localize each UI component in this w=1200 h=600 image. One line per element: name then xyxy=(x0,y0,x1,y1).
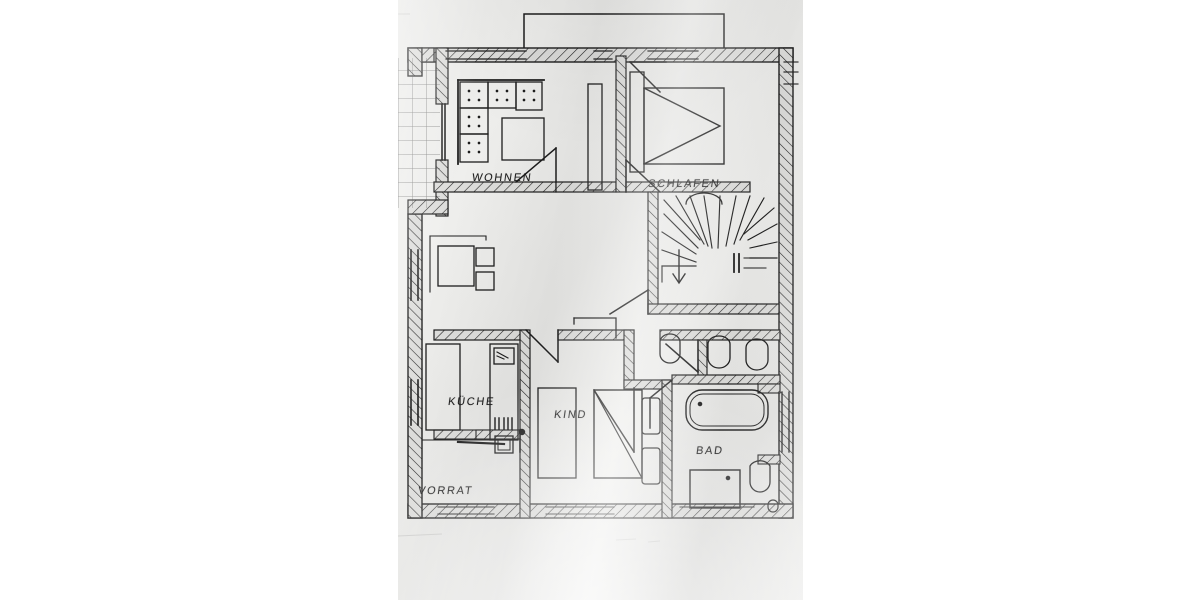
toilet-bad-right xyxy=(749,460,771,493)
door-bad xyxy=(648,378,674,429)
window-left-hall xyxy=(410,249,419,301)
door-schlafen-top xyxy=(628,60,667,94)
window-top-wohnen xyxy=(445,50,527,60)
sofa-sectional xyxy=(457,79,545,165)
kind-bed xyxy=(593,389,643,479)
door-bad-wc xyxy=(664,339,700,374)
oven xyxy=(494,435,514,454)
bad-door-small xyxy=(767,499,779,513)
door-kueche xyxy=(456,428,526,453)
window-top-mid xyxy=(593,50,613,60)
coffee-table xyxy=(501,117,545,161)
wash-basin-upper xyxy=(707,335,731,369)
floor-plan-drawing xyxy=(398,13,799,519)
window-bottom-kind xyxy=(545,506,615,515)
window-right-bad xyxy=(781,391,790,453)
door-kind-inner xyxy=(592,387,636,454)
wohnen-shelf xyxy=(587,83,603,191)
room-label-wohnen: WOHNEN xyxy=(471,172,534,184)
wc-upper-left xyxy=(659,333,681,364)
toilet-upper xyxy=(710,341,728,369)
window-top-schlafen xyxy=(647,50,699,60)
window-bottom-vorrat xyxy=(437,506,495,515)
kitchen-counter xyxy=(425,343,461,431)
stove-four-burner xyxy=(494,417,513,430)
room-label-kind: KIND xyxy=(553,409,588,421)
hall-shelf xyxy=(573,317,617,339)
terrace-paving xyxy=(398,58,440,208)
door-kind xyxy=(524,328,560,364)
room-label-kueche: KÜCHE xyxy=(447,396,496,408)
window-right-schlafen xyxy=(783,61,799,85)
room-label-schlafen: SCHLAFEN xyxy=(647,178,722,190)
room-label-vorrat: VORRAT xyxy=(417,485,475,497)
terrace-door xyxy=(441,103,446,161)
double-bed xyxy=(643,87,725,165)
kind-wardrobe xyxy=(537,387,577,479)
bathtub xyxy=(685,389,769,431)
door-stair xyxy=(608,288,650,316)
balcony-outline xyxy=(523,13,725,53)
staircase xyxy=(661,195,778,285)
kind-chairs xyxy=(641,397,661,485)
floor-plan-photograph: WOHNEN SCHLAFEN KÜCHE VORRAT KIND BAD xyxy=(398,0,803,600)
shower-tray xyxy=(689,469,741,509)
wardrobe-schlafen xyxy=(629,71,645,173)
door-schlafen xyxy=(624,158,662,194)
room-label-bad: BAD xyxy=(695,445,725,457)
window-left-kueche xyxy=(410,379,419,426)
kitchen-sink xyxy=(493,347,515,365)
door-wohnen xyxy=(514,146,558,184)
sink-wc xyxy=(745,338,769,371)
niche-arch xyxy=(685,192,723,205)
hall-table xyxy=(429,235,495,293)
